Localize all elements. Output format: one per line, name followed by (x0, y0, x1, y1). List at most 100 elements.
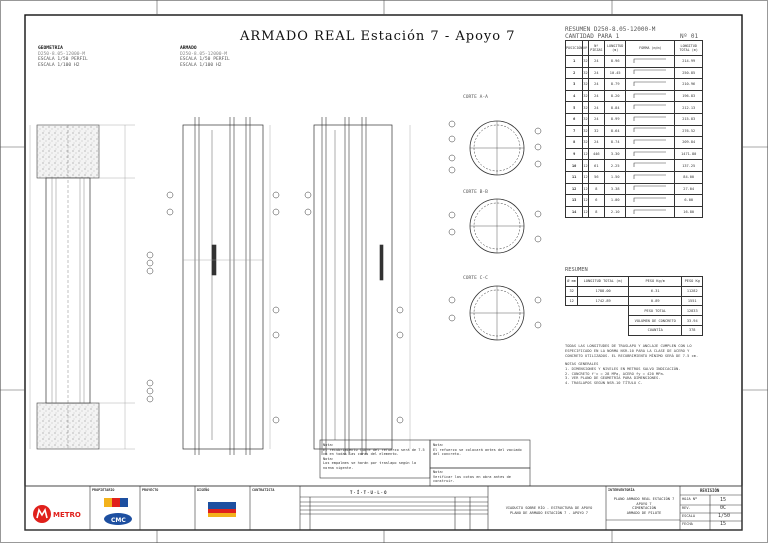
bar-total-length: 209.84 (674, 136, 703, 149)
bar-shape (625, 89, 676, 103)
bar-shape (625, 159, 676, 172)
bar-shape (625, 205, 676, 219)
tb-rev-label: REV. (682, 506, 691, 510)
reinforcement-elevation-1 (182, 117, 271, 455)
armado-label: ARMADO D250-8.05-12000-M ESCALA 1/50 PER… (180, 46, 230, 68)
note-box-title: Nota: (323, 443, 334, 447)
bar-total-length: 1471.80 (674, 147, 703, 161)
section-b-b (469, 198, 525, 254)
armado-scale-2: ESCALA 1/100 H2 (180, 62, 222, 68)
summary-row: 12 1742.89 0.89 1551 (564, 295, 703, 307)
tb-owner-header: PROPIETARIO (92, 488, 115, 492)
armado-code: D250-8.05-12000-M (180, 51, 228, 57)
bar-position: 11 (564, 170, 584, 184)
summary-ratio-row: CUANTÍA 378 (566, 324, 703, 336)
note-item: 4. TRASLAPOS SEGÚN NSR-10 TÍTULO C. (565, 381, 643, 386)
bar-position: 2 (564, 66, 584, 80)
col-total: LONGITUD TOTAL (m) (674, 40, 703, 56)
bar-total-length: 16.80 (674, 205, 703, 219)
bar-pieces: 6 (587, 194, 605, 207)
bar-pieces: 24 (587, 112, 605, 126)
bar-shape (625, 136, 676, 149)
bar-schedule-unit: Nº 01 (680, 33, 699, 40)
note-box-title: Nota: (323, 456, 334, 461)
summary-cell: 1788.00 (577, 285, 629, 297)
bar-diameter: 12 (582, 194, 589, 207)
bar-schedule-title: RESUMEN D250-8.05-12000-M (565, 26, 656, 33)
armado-name: ARMADO (180, 46, 197, 51)
tb-rev-no: 0C (720, 505, 727, 511)
tb-right-sub3: ARMADO DE PILOTE (626, 510, 662, 515)
bar-length: 8.84 (603, 101, 627, 114)
summary-total-row: PESO TOTAL 12833 (566, 305, 703, 317)
col-length: LONGITUD (m) (603, 40, 627, 56)
geometry-code: D250-8.05-12000-M (38, 51, 86, 57)
note-box-title: Nota: (433, 470, 444, 474)
section-label-a: CORTE A-A (463, 95, 488, 100)
note-item: 3. VER PLANO DE GEOMETRÍA PARA DIMENSION… (565, 376, 661, 381)
cmc-logo-text: CMC (111, 517, 126, 524)
summary-col-dia: Ø mm (564, 276, 579, 287)
bar-total-length: 276.52 (674, 124, 703, 138)
bar-pieces: 446 (587, 147, 605, 161)
section-c-c (469, 285, 525, 341)
bar-length: 8.79 (603, 78, 627, 91)
bar-shape (625, 66, 676, 80)
bar-total-length: 250.85 (674, 66, 703, 80)
section-a-a (469, 120, 525, 176)
summary-col-len: LONGITUD TOTAL (m) (577, 276, 629, 287)
tb-design-header: DISEÑO (197, 488, 210, 492)
col-pieces: Nº PIEZAS (587, 40, 605, 56)
bar-total-length: 196.83 (674, 89, 703, 103)
bar-shape (625, 170, 676, 184)
bar-diameter: 32 (582, 136, 589, 149)
note-box-2: Nota: El refuerzo se colocará antes del … (433, 443, 528, 457)
tb-revision-header: REVISIÓN (700, 488, 720, 493)
design-logo (208, 502, 236, 517)
reinforcement-elevation-2 (313, 117, 411, 455)
summary-col-kg: PESO Kg (681, 276, 703, 287)
bar-pieces: 56 (587, 170, 605, 184)
summary-volume-row: VOLUMEN DE CONCRETO 33.94 (566, 315, 703, 326)
bar-length: 2.10 (603, 205, 627, 219)
bar-length: 1.00 (603, 194, 627, 207)
bar-total-length: 27.04 (674, 182, 703, 196)
summary-cell: 1742.89 (577, 295, 629, 307)
note-item: 2. CONCRETO f'c = 28 MPa, ACERO fy = 420… (565, 371, 665, 376)
bar-total-length: 215.83 (674, 112, 703, 126)
geometry-scale-2: ESCALA 1/100 H2 (38, 62, 80, 68)
reinforcement-elevation-2-callouts (304, 191, 404, 424)
summary-ratio-label: CUANTÍA (627, 324, 683, 336)
tb-desc-line1: VIADUCTO SOBRE RÍO - ESTRUCTURA DE APOYO (505, 506, 593, 510)
tb-sheet-title: PLANO ARMADO REAL ESTACIÓN 7 APOYO 7 CIM… (610, 497, 678, 515)
bar-position: 9 (564, 147, 584, 161)
bar-length: 8.74 (603, 136, 627, 149)
bar-diameter: 12 (582, 159, 589, 172)
bar-pieces: 24 (587, 55, 605, 68)
geometry-label: GEOMETRIA D250-8.05-12000-M ESCALA 1/50 … (38, 46, 88, 68)
bar-total-length: 214.99 (674, 55, 703, 68)
bar-total-length: 210.96 (674, 78, 703, 91)
tb-right-title: PLANO ARMADO REAL ESTACIÓN 7 (613, 497, 675, 501)
bar-pieces: 24 (587, 136, 605, 149)
bar-position: 6 (564, 112, 584, 126)
bar-pieces: 8 (587, 205, 605, 219)
bar-schedule-table: POSICIÓN Nº Nº PIEZAS LONGITUD (m) FORMA… (564, 40, 703, 219)
armado-scale-1: ESCALA 1/50 PERFIL (180, 57, 230, 63)
summary-total-value: 12833 (681, 305, 703, 317)
cmc-logo: CMC (104, 498, 132, 525)
summary-cell: 1551 (681, 295, 703, 307)
bar-length: 8.64 (603, 124, 627, 138)
bar-position: 12 (564, 182, 584, 196)
note-item: 1. DIMENSIONES Y NIVELES EN METROS SALVO… (565, 366, 681, 371)
bar-pieces: 8 (587, 182, 605, 196)
bar-length: 8.99 (603, 112, 627, 126)
bar-length: 2.25 (603, 159, 627, 172)
bar-pieces: 61 (587, 159, 605, 172)
bar-pieces: 32 (587, 124, 605, 138)
